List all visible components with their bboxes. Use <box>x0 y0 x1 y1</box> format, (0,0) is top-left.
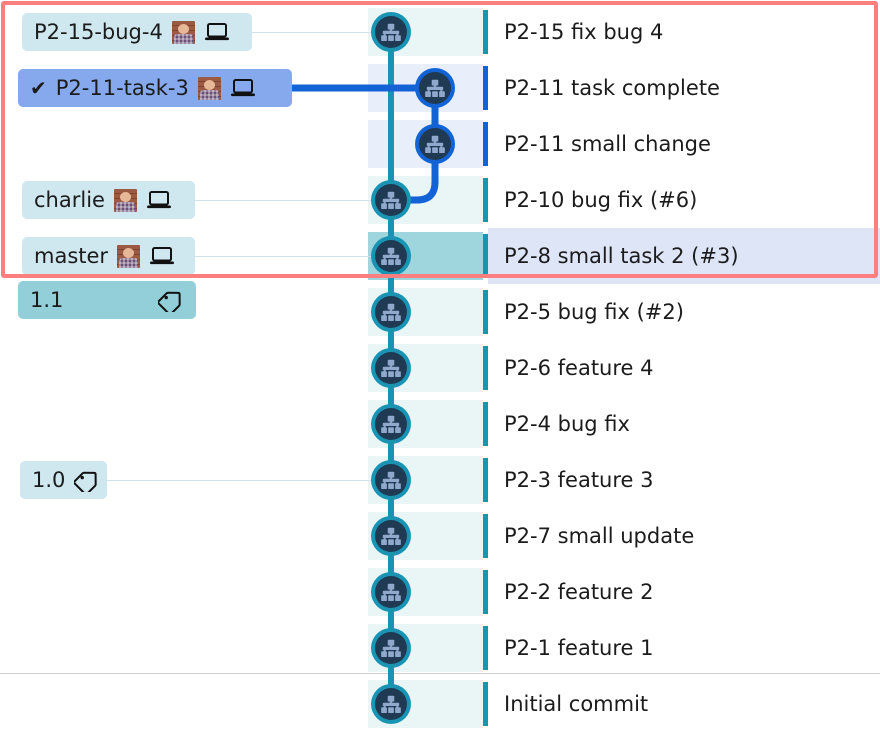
tag-label[interactable]: 1.1 <box>18 281 196 319</box>
commit-row-graph-area <box>368 8 483 56</box>
avatar-body <box>173 33 193 44</box>
ref-name: P2-11-task-3 <box>55 76 189 100</box>
commit-row-graph-area <box>368 568 483 616</box>
commit-row[interactable]: P2-11 task complete <box>0 60 880 116</box>
commit-row-graph-area <box>368 400 483 448</box>
commit-row-graph-area <box>368 512 483 560</box>
lane-color-bar <box>483 570 488 614</box>
laptop-icon <box>150 247 175 265</box>
lane-color-bar <box>483 458 488 502</box>
laptop-icon <box>230 79 255 97</box>
avatar-head <box>123 247 135 258</box>
tag-label[interactable]: 1.0 <box>20 461 107 499</box>
lane-color-bar <box>483 290 488 334</box>
checkmark-icon: ✔ <box>30 76 47 100</box>
branch-label[interactable]: master <box>22 237 195 275</box>
lane-color-bar <box>483 66 488 110</box>
commit-row-graph-area <box>368 176 483 224</box>
laptop-icon <box>146 191 171 209</box>
commit-row-graph-area <box>368 344 483 392</box>
avatar-body <box>119 257 139 268</box>
commit-message: P2-10 bug fix (#6) <box>504 188 698 212</box>
commit-row[interactable]: P2-1 feature 1 <box>0 620 880 676</box>
avatar <box>171 20 195 44</box>
commit-row[interactable]: Initial commit <box>0 676 880 732</box>
ref-name: P2-15-bug-4 <box>34 20 163 44</box>
avatar <box>117 244 141 268</box>
commit-message: P2-8 small task 2 (#3) <box>504 244 739 268</box>
tag-icon <box>74 471 98 492</box>
commit-row-graph-area <box>368 232 483 280</box>
commit-message: P2-3 feature 3 <box>504 468 654 492</box>
initial-commit-separator <box>0 673 880 674</box>
branch-label[interactable]: P2-15-bug-4 <box>22 13 252 51</box>
avatar-head <box>119 191 131 202</box>
commit-message: P2-2 feature 2 <box>504 580 654 604</box>
ref-name: 1.0 <box>32 468 66 492</box>
lane-color-bar <box>483 346 488 390</box>
commit-row-graph-area <box>368 624 483 672</box>
ref-connector-line <box>195 256 372 257</box>
avatar-body <box>115 201 135 212</box>
commit-message: P2-1 feature 1 <box>504 636 654 660</box>
commit-row[interactable]: P2-11 small change <box>0 116 880 172</box>
avatar-head <box>177 23 189 34</box>
commit-row[interactable]: P2-2 feature 2 <box>0 564 880 620</box>
avatar <box>197 76 221 100</box>
ref-name: charlie <box>34 188 105 212</box>
commit-message: P2-7 small update <box>504 524 695 548</box>
commit-message: P2-15 fix bug 4 <box>504 20 664 44</box>
ref-name: master <box>34 244 109 268</box>
avatar <box>113 188 137 212</box>
branch-label[interactable]: charlie <box>22 181 195 219</box>
avatar-body <box>199 89 219 100</box>
commit-message: P2-11 task complete <box>504 76 720 100</box>
commit-message: P2-6 feature 4 <box>504 356 654 380</box>
tag-icon <box>158 291 181 312</box>
commit-row-graph-area <box>368 288 483 336</box>
lane-color-bar <box>483 514 488 558</box>
lane-color-bar <box>483 122 488 166</box>
lane-color-bar <box>483 10 488 54</box>
lane-color-bar <box>483 682 488 726</box>
avatar-head <box>203 79 215 90</box>
commit-row-graph-area <box>368 456 483 504</box>
laptop-icon <box>204 23 229 41</box>
ref-connector-line <box>252 32 372 33</box>
commit-row-graph-area <box>368 680 483 728</box>
ref-connector-line <box>107 480 372 481</box>
lane-color-bar <box>483 402 488 446</box>
lane-color-bar <box>483 234 488 278</box>
lane-color-bar <box>483 626 488 670</box>
ref-name: 1.1 <box>30 288 64 312</box>
commit-row[interactable]: P2-6 feature 4 <box>0 340 880 396</box>
commit-row-graph-area <box>368 64 483 112</box>
commit-message: P2-4 bug fix <box>504 412 630 436</box>
commit-row-graph-area <box>368 120 483 168</box>
commit-row[interactable]: P2-4 bug fix <box>0 396 880 452</box>
commit-message: Initial commit <box>504 692 649 716</box>
commit-message: P2-11 small change <box>504 132 711 156</box>
commit-row[interactable]: P2-7 small update <box>0 508 880 564</box>
commit-message: P2-5 bug fix (#2) <box>504 300 684 324</box>
ref-connector-line <box>195 200 372 201</box>
lane-color-bar <box>483 178 488 222</box>
branch-label[interactable]: ✔ P2-11-task-3 <box>18 69 292 107</box>
